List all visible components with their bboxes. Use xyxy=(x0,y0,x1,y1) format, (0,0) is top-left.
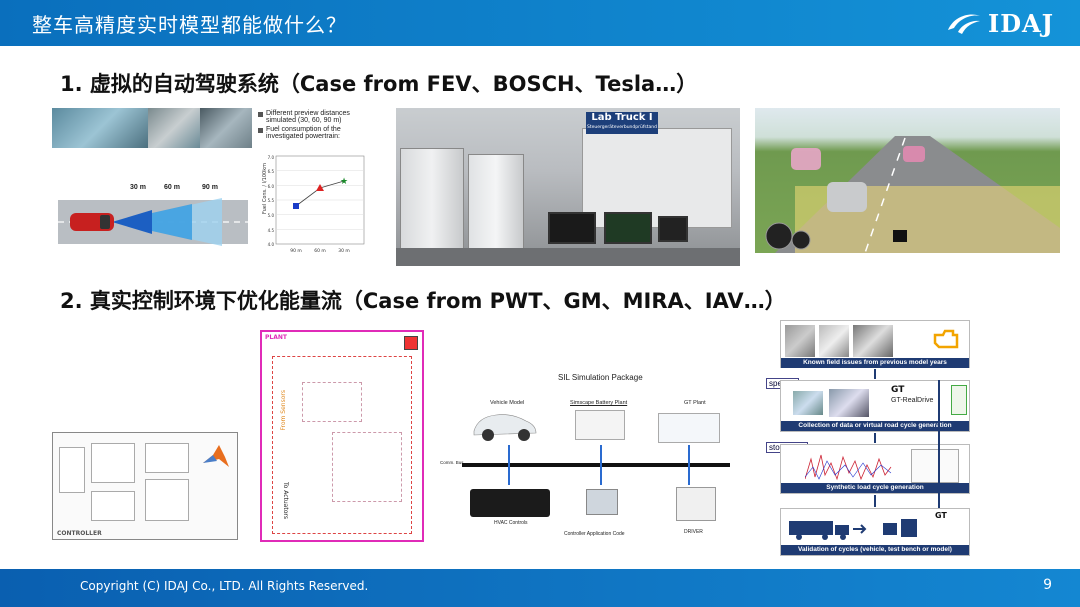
page-number: 9 xyxy=(1043,577,1052,593)
camera-image-1 xyxy=(52,108,148,148)
vehicle-model-label: Vehicle Model xyxy=(490,400,525,406)
footer-bar: Copyright (C) IDAJ Co., LTD. All Rights … xyxy=(0,569,1080,607)
from-sensors-label: From Sensors xyxy=(280,390,287,431)
simulation-road xyxy=(765,136,1060,253)
page-title: 整车高精度实时模型都能做什么？ xyxy=(32,13,347,37)
legend-item-1: Different preview distances simulated (3… xyxy=(258,110,370,124)
gt-logo-text: GT xyxy=(891,385,905,395)
svg-text:90 m: 90 m xyxy=(290,248,302,254)
svg-text:Fuel Cons. / l/100km: Fuel Cons. / l/100km xyxy=(262,163,268,214)
svg-text:30 m: 30 m xyxy=(338,248,350,254)
plant-indicator-icon xyxy=(404,336,418,350)
battery-plant-label: Simscape Battery Plant xyxy=(570,400,628,406)
idaj-logo: IDAJ xyxy=(944,6,1054,40)
distance-90-label: 90 m xyxy=(202,184,218,191)
desk xyxy=(396,248,740,266)
driver-icon xyxy=(676,487,716,521)
driver-label: DRIVER xyxy=(684,529,703,535)
gt-realdrive-label: GT-RealDrive xyxy=(891,397,934,404)
monitor-2 xyxy=(604,212,652,244)
fev-preview-figure: 30 m 60 m 90 m Different preview distanc… xyxy=(52,108,370,266)
sil-simulation-package: SIL Simulation Package Vehicle Model Sim… xyxy=(440,365,750,545)
gt-plant-diagram xyxy=(658,413,720,443)
truck-icon xyxy=(789,521,867,540)
field-issues-bar: Known field issues from previous model y… xyxy=(781,358,969,368)
monitor-1 xyxy=(548,212,596,244)
svg-text:5.0: 5.0 xyxy=(268,213,275,218)
synthetic-cycle-panel: Synthetic load cycle generation xyxy=(780,444,970,494)
camera-image-2 xyxy=(148,108,200,148)
svg-text:6.0: 6.0 xyxy=(268,184,275,189)
gt-logo-text-2: GT xyxy=(935,511,947,520)
synthetic-cycle-plot xyxy=(805,454,892,481)
section-2-heading: 2. 真实控制环境下优化能量流（Case from PWT、GM、MIRA、IA… xyxy=(60,289,786,313)
distance-60-label: 60 m xyxy=(164,184,180,191)
lab-truck-sign: Lab Truck I Steuergeräteverbundprüfstand xyxy=(586,112,658,134)
control-panel xyxy=(582,128,732,228)
comm-bus-label: Comm. Bus xyxy=(440,460,464,465)
plant-diagram xyxy=(272,356,412,534)
to-actuators-label: To Actuators xyxy=(282,482,289,519)
hvac-label: HVAC Controls xyxy=(494,520,528,526)
car-icon xyxy=(473,414,537,441)
scatter-plot xyxy=(911,449,959,483)
engine-warning-icon xyxy=(933,329,959,349)
svg-text:★: ★ xyxy=(340,177,348,187)
svg-text:60 m: 60 m xyxy=(314,248,326,254)
svg-text:6.5: 6.5 xyxy=(268,169,275,174)
legend-item-2: Fuel consumption of the investigated pow… xyxy=(258,126,370,140)
server-rack-1 xyxy=(400,148,464,266)
field-issues-panel: Known field issues from previous model y… xyxy=(780,320,970,368)
sil-title: SIL Simulation Package xyxy=(558,373,643,382)
logo-text: IDAJ xyxy=(987,8,1054,38)
synthetic-cycle-bar: Synthetic load cycle generation xyxy=(781,483,969,493)
data-collection-bar: Collection of data or virtual road cycle… xyxy=(781,421,969,431)
road-preview-diagram xyxy=(58,198,248,246)
distance-30-label: 30 m xyxy=(130,184,146,191)
controller-module-icon xyxy=(586,489,618,515)
validation-panel: GT Validation of cycles (vehicle, test b… xyxy=(780,508,970,556)
svg-text:4.0: 4.0 xyxy=(268,242,275,247)
matlab-logo-icon xyxy=(203,445,229,467)
controller-label: CONTROLLER xyxy=(57,530,102,537)
svg-text:7.0: 7.0 xyxy=(268,155,275,160)
comm-bus-line xyxy=(462,463,730,467)
test-bench-icon xyxy=(883,519,917,537)
title-bar: 整车高精度实时模型都能做什么？ IDAJ xyxy=(0,0,1080,46)
section-1-heading: 1. 虚拟的自动驾驶系统（Case from FEV、BOSCH、Tesla…） xyxy=(60,72,698,96)
fev-legend: Different preview distances simulated (3… xyxy=(258,110,370,140)
monitor-3 xyxy=(658,216,688,242)
hvac-panel-icon xyxy=(470,489,550,517)
plant-label: PLANT xyxy=(265,334,287,341)
logo-swoosh-icon xyxy=(947,14,980,34)
gt-plant-label: GT Plant xyxy=(684,400,706,406)
plant-block: PLANT xyxy=(260,330,424,542)
battery-plant-diagram xyxy=(575,410,625,440)
controller-app-label: Controller Application Code xyxy=(564,531,625,537)
plant-controller-schematic: PLANT From Sensors To Actuators CONTROLL… xyxy=(52,330,424,542)
lab-truck-photo: Lab Truck I Steuergeräteverbundprüfstand xyxy=(396,108,740,266)
svg-text:4.5: 4.5 xyxy=(268,228,275,233)
data-collection-panel: GT GT-RealDrive Collection of data or vi… xyxy=(780,380,970,432)
fuel-consumption-chart: ★ Fuel Cons. / l/100km 7.0 6.5 6.0 5.5 5… xyxy=(262,155,365,254)
svg-text:5.5: 5.5 xyxy=(268,198,275,203)
controller-block: CONTROLLER xyxy=(52,432,238,540)
camera-image-3 xyxy=(200,108,252,148)
load-cycle-flow: Known field issues from previous model y… xyxy=(766,318,976,558)
validation-bar: Validation of cycles (vehicle, test benc… xyxy=(781,545,969,555)
copyright-text: Copyright (C) IDAJ Co., LTD. All Rights … xyxy=(80,579,369,593)
driving-simulation-image xyxy=(755,108,1060,253)
